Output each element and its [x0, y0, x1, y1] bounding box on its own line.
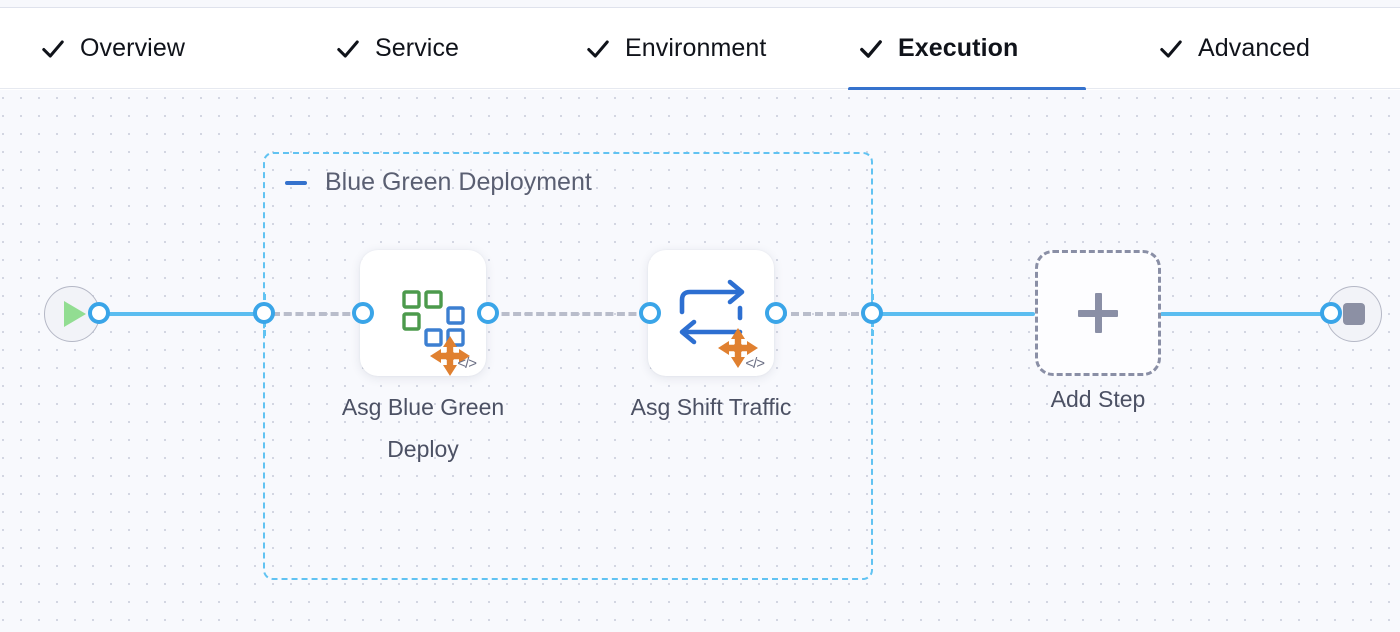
- connector-dot-step2-out[interactable]: [765, 302, 787, 324]
- active-tab-underline: [848, 86, 1086, 91]
- code-badge-icon: </>: [745, 355, 765, 372]
- tab-service-label: Service: [375, 34, 460, 62]
- edge-step2-to-group-exit: [779, 312, 871, 316]
- tab-overview-label: Overview: [80, 34, 185, 62]
- check-icon: [40, 36, 66, 62]
- check-icon: [335, 36, 361, 62]
- step-label: Asg Shift Traffic: [630, 394, 792, 420]
- tab-execution-label: Execution: [898, 34, 1019, 62]
- window-top-strip: [0, 0, 1400, 8]
- edge-group-to-addstep: [872, 312, 1035, 316]
- asg-shift-traffic-icon: [679, 279, 758, 368]
- step-node-asg-shift-traffic[interactable]: </> Asg Shift Traffic: [631, 250, 791, 420]
- tab-execution[interactable]: Execution: [848, 9, 1086, 91]
- pipeline-canvas[interactable]: Blue Green Deployment: [0, 90, 1400, 632]
- pipeline-stage-tabbar: Overview Service Environment Execution: [0, 9, 1400, 91]
- plus-icon-vertical: [1094, 293, 1102, 333]
- add-step-button[interactable]: [1035, 250, 1161, 376]
- code-badge-icon: </>: [457, 355, 477, 372]
- edge-addstep-to-end: [1160, 312, 1330, 316]
- edge-group-to-step1: [272, 312, 362, 316]
- tab-environment-label: Environment: [625, 34, 767, 62]
- tab-advanced[interactable]: Advanced: [1148, 9, 1320, 89]
- stage-group-title: Blue Green Deployment: [325, 168, 592, 196]
- tab-overview[interactable]: Overview: [30, 9, 195, 89]
- stage-group-header[interactable]: Blue Green Deployment: [285, 168, 592, 197]
- connector-dot-group-entry[interactable]: [253, 302, 275, 324]
- tab-service[interactable]: Service: [325, 9, 469, 89]
- stop-icon: [1343, 303, 1365, 325]
- add-step-label: Add Step: [1050, 386, 1146, 412]
- connector-dot-step1-out[interactable]: [477, 302, 499, 324]
- connector-dot-end[interactable]: [1320, 302, 1342, 324]
- tab-environment[interactable]: Environment: [575, 9, 776, 89]
- stage-group-blue-green-deployment[interactable]: [263, 152, 873, 580]
- check-icon: [1158, 36, 1184, 62]
- connector-dot-group-exit[interactable]: [861, 302, 883, 324]
- connector-dot-start[interactable]: [88, 302, 110, 324]
- connector-dot-step1-in[interactable]: [352, 302, 374, 324]
- edge-step1-to-step2: [490, 312, 648, 316]
- connector-dot-step2-in[interactable]: [639, 302, 661, 324]
- play-icon: [64, 301, 86, 327]
- step-card[interactable]: </>: [360, 250, 486, 376]
- check-icon: [858, 36, 884, 62]
- check-icon: [585, 36, 611, 62]
- tab-advanced-label: Advanced: [1198, 34, 1310, 62]
- step-node-asg-blue-green-deploy[interactable]: </> Asg Blue Green Deploy: [342, 250, 504, 462]
- asg-blue-green-deploy-icon: [402, 290, 470, 376]
- step-label: Asg Blue Green Deploy: [341, 394, 505, 462]
- step-card[interactable]: </>: [648, 250, 774, 376]
- add-step-node[interactable]: Add Step: [1035, 250, 1161, 412]
- edge-start-to-group: [98, 312, 268, 316]
- minus-icon[interactable]: [285, 180, 307, 185]
